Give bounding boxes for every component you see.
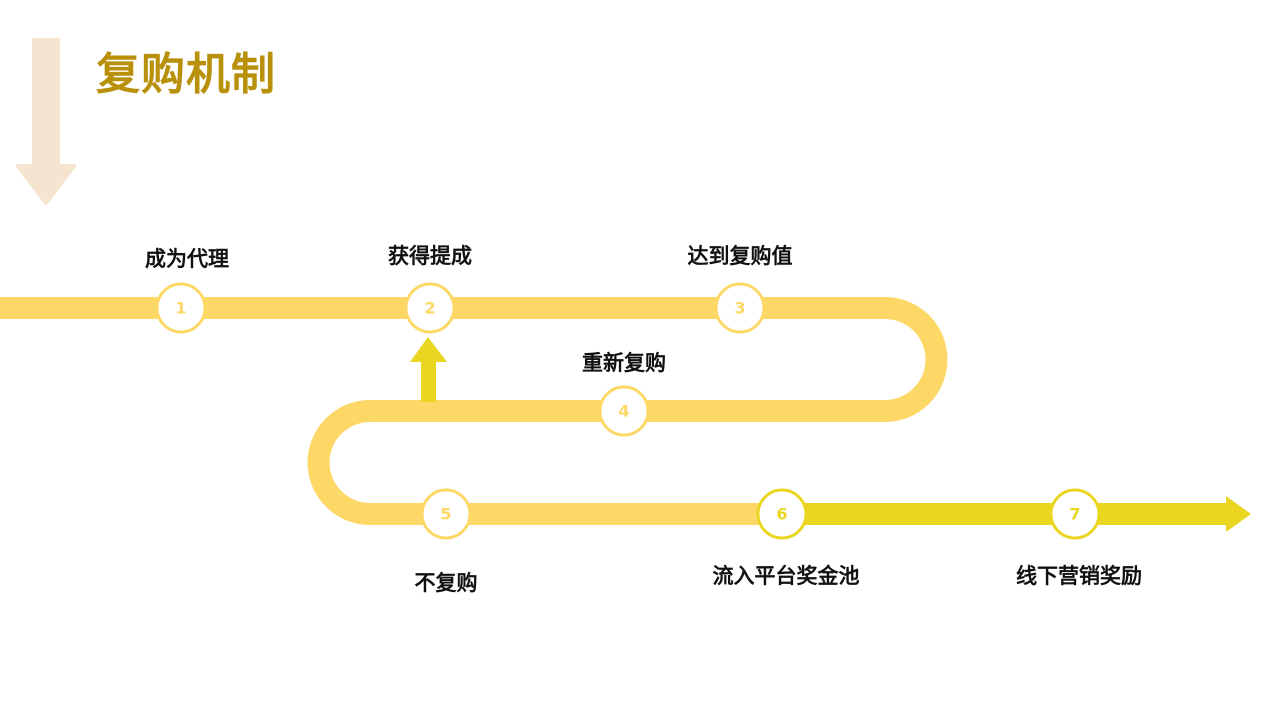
step-circle <box>404 282 456 334</box>
step-marker-5: 5 <box>420 488 472 540</box>
step-circle <box>1049 488 1101 540</box>
step-marker-3: 3 <box>714 282 766 334</box>
step-number: 4 <box>618 402 629 421</box>
step-label-3: 达到复购值 <box>687 244 793 268</box>
step-number: 5 <box>440 505 451 524</box>
step-marker-2: 2 <box>404 282 456 334</box>
decorative-down-arrow-icon <box>16 38 76 205</box>
step-number: 1 <box>175 299 186 318</box>
step-number: 6 <box>776 505 787 524</box>
step-label-7: 线下营销奖励 <box>1016 564 1142 588</box>
step-label-5: 不复购 <box>414 571 478 595</box>
page-title: 复购机制 <box>96 49 276 100</box>
step-circle <box>155 282 207 334</box>
step-label-4: 重新复购 <box>582 351 666 375</box>
step-circle <box>714 282 766 334</box>
step-number: 2 <box>424 299 435 318</box>
step-marker-7: 7 <box>1049 488 1101 540</box>
path-end-arrowhead-icon <box>1226 496 1251 532</box>
repurchase-arrow-icon <box>410 337 447 402</box>
step-marker-1: 1 <box>155 282 207 334</box>
step-circle <box>598 385 650 437</box>
step-number: 3 <box>734 299 745 318</box>
step-marker-4: 4 <box>598 385 650 437</box>
step-number: 7 <box>1069 505 1080 524</box>
step-circle <box>420 488 472 540</box>
step-label-2: 获得提成 <box>388 244 472 268</box>
step-label-6: 流入平台奖金池 <box>712 564 860 588</box>
step-label-1: 成为代理 <box>145 247 229 271</box>
step-marker-6: 6 <box>756 488 808 540</box>
step-circle <box>756 488 808 540</box>
process-path <box>0 297 948 525</box>
